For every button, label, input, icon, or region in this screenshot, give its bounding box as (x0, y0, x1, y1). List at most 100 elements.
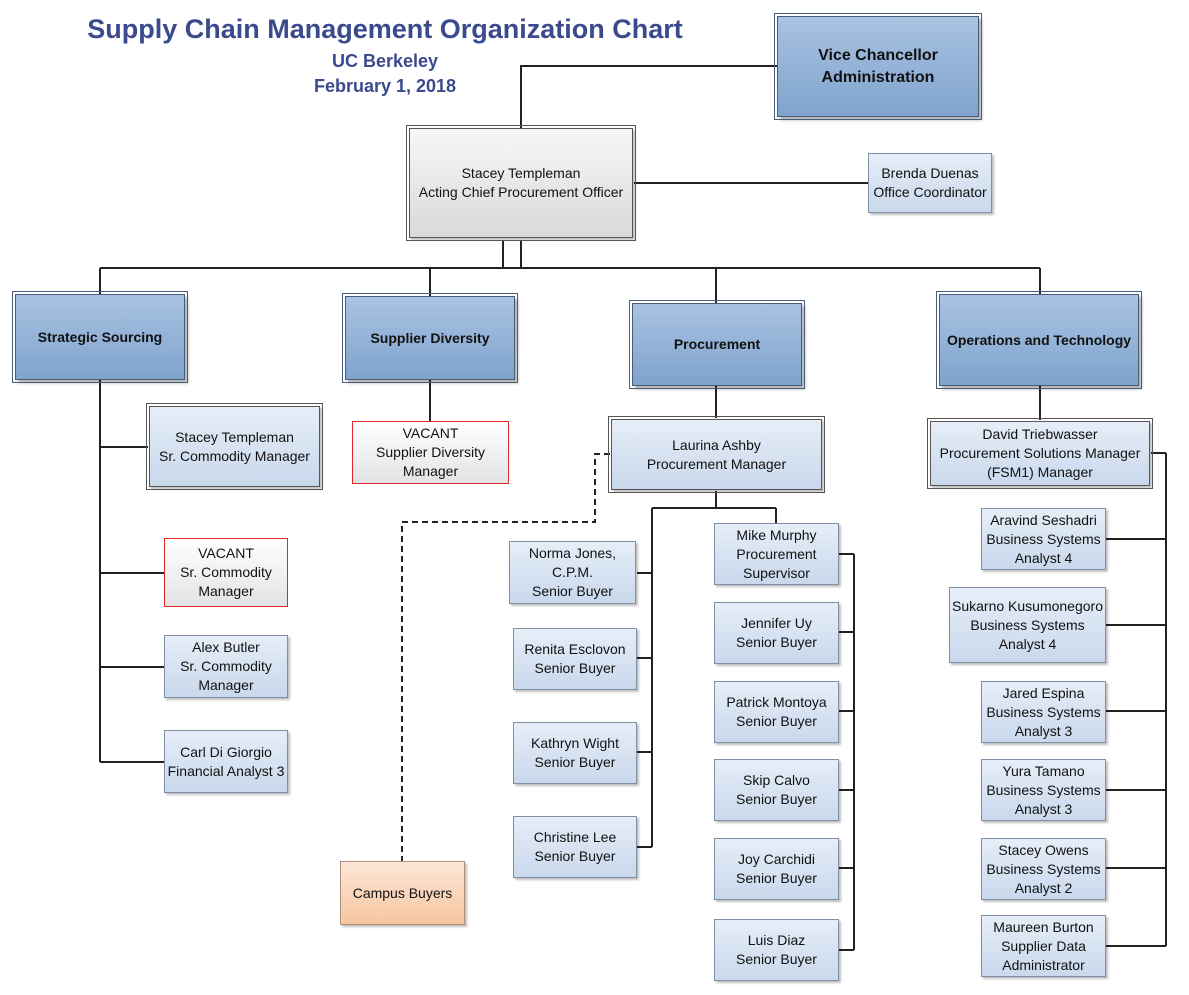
node-line: Strategic Sourcing (37, 328, 163, 345)
node-line: Renita Esclovon (524, 641, 626, 657)
dept-strategic-sourcing: Strategic Sourcing (12, 291, 188, 383)
node-line: Manager (198, 583, 254, 599)
node-line: Stacey Owens (998, 841, 1089, 858)
node-line: Manager (402, 463, 459, 479)
node-line: Skip Calvo (743, 772, 810, 788)
node-line: Supplier Data (1001, 937, 1086, 954)
node-line: Senior Buyer (736, 713, 817, 729)
node-line: Business Systems (986, 781, 1101, 798)
node-line: Senior Buyer (534, 848, 616, 864)
node-line: Manager (198, 677, 254, 693)
node-line: Analyst 4 (998, 635, 1057, 652)
node-line: Kathryn Wight (531, 735, 619, 751)
staff-lee: Christine Lee Senior Buyer (513, 816, 637, 878)
node-line: Patrick Montoya (726, 694, 827, 710)
staff-kusumonegoro: Sukarno Kusumonegoro Business Systems An… (949, 587, 1106, 663)
node-line: Senior Buyer (534, 660, 616, 676)
staff-carchidi: Joy Carchidi Senior Buyer (714, 838, 839, 900)
node-line: Stacey Templeman (175, 428, 294, 445)
chart-title: Supply Chain Management Organization Cha… (87, 14, 683, 44)
node-line: Supervisor (743, 564, 810, 581)
node-line: Jared Espina (1002, 684, 1085, 701)
node-line: Stacey Templeman (461, 165, 581, 181)
staff-vacant-sr-commodity: VACANT Sr. Commodity Manager (164, 538, 288, 607)
node-line: Senior Buyer (532, 583, 613, 599)
cpo-box: Stacey Templeman Acting Chief Procuremen… (406, 125, 636, 241)
node-line: Senior Buyer (736, 951, 817, 967)
node-line: Senior Buyer (736, 870, 817, 886)
office-coordinator-box: Brenda Duenas Office Coordinator (868, 153, 992, 213)
staff-owens: Stacey Owens Business Systems Analyst 2 (981, 838, 1106, 900)
node-line: Procurement Manager (646, 455, 787, 472)
staff-burton: Maureen Burton Supplier Data Administrat… (981, 915, 1106, 977)
staff-diaz: Luis Diaz Senior Buyer (714, 919, 839, 981)
node-line: Mike Murphy (736, 526, 817, 543)
chart-date: February 1, 2018 (313, 76, 457, 96)
staff-murphy: Mike Murphy Procurement Supervisor (714, 523, 839, 585)
node-line: Sukarno Kusumonegoro (952, 597, 1103, 614)
node-line: Vice Chancellor (818, 46, 938, 64)
node-line: Acting Chief Procurement Officer (418, 184, 624, 200)
node-line: Jennifer Uy (741, 615, 812, 631)
node-line: Yura Tamano (1002, 762, 1085, 779)
node-line: Business Systems (986, 703, 1101, 720)
node-line: Analyst 2 (1014, 879, 1073, 896)
node-line: Senior Buyer (736, 791, 817, 807)
node-line: Laurina Ashby (672, 436, 761, 453)
node-line: Sr. Commodity Manager (159, 447, 310, 464)
node-line: C.P.M. (552, 564, 593, 580)
node-line: Sr. Commodity (180, 564, 272, 580)
node-line: Senior Buyer (534, 754, 616, 770)
node-line: Procurement Solutions Manager (939, 445, 1141, 461)
node-line: Operations and Technology (946, 331, 1132, 348)
dept-supplier-diversity: Supplier Diversity (342, 293, 518, 383)
node-line: Campus Buyers (352, 884, 453, 901)
chart-org: UC Berkeley (331, 51, 439, 71)
staff-ashby: Laurina Ashby Procurement Manager (608, 416, 825, 493)
node-line: Analyst 3 (1014, 800, 1073, 817)
node-line: Procurement (673, 336, 761, 352)
node-line: Sr. Commodity (180, 658, 272, 674)
node-line: (FSM1) Manager (987, 464, 1093, 480)
staff-digiorgio: Carl Di Giorgio Financial Analyst 3 (164, 730, 288, 793)
node-line: Maureen Burton (993, 918, 1094, 935)
node-line: VACANT (198, 545, 254, 561)
node-line: Supplier Diversity (370, 329, 490, 346)
node-line: Administrator (1002, 956, 1085, 973)
node-line: Business Systems (986, 860, 1101, 877)
node-line: Financial Analyst 3 (167, 762, 285, 779)
staff-calvo: Skip Calvo Senior Buyer (714, 759, 839, 821)
staff-vacant-supplier-diversity: VACANT Supplier Diversity Manager (352, 421, 509, 484)
node-line: Administration (821, 68, 935, 86)
staff-wight: Kathryn Wight Senior Buyer (513, 722, 637, 784)
node-line: Norma Jones, (528, 545, 617, 561)
staff-tamano: Yura Tamano Business Systems Analyst 3 (981, 759, 1106, 821)
node-line: Business Systems (970, 616, 1085, 633)
staff-jones: Norma Jones, C.P.M. Senior Buyer (509, 541, 636, 604)
node-line: Brenda Duenas (881, 165, 979, 181)
node-line: Luis Diaz (747, 932, 806, 948)
node-line: Aravind Seshadri (990, 511, 1097, 528)
dept-operations-technology: Operations and Technology (936, 291, 1142, 389)
node-line: Carl Di Giorgio (180, 743, 272, 760)
staff-triebwasser: David Triebwasser Procurement Solutions … (927, 418, 1153, 489)
staff-uy: Jennifer Uy Senior Buyer (714, 602, 839, 664)
staff-espina: Jared Espina Business Systems Analyst 3 (981, 681, 1106, 743)
staff-montoya: Patrick Montoya Senior Buyer (714, 681, 839, 743)
node-line: Senior Buyer (736, 634, 817, 650)
staff-templeman-sr-commodity: Stacey Templeman Sr. Commodity Manager (146, 403, 323, 490)
node-line: Business Systems (986, 530, 1101, 547)
node-line: Supplier Diversity (376, 444, 485, 460)
campus-buyers-box: Campus Buyers (340, 861, 465, 925)
node-line: Christine Lee (533, 829, 617, 845)
node-line: Procurement (736, 545, 817, 562)
node-line: Analyst 3 (1014, 722, 1073, 739)
staff-esclovon: Renita Esclovon Senior Buyer (513, 628, 637, 690)
vice-chancellor-box: Vice Chancellor Administration (774, 13, 982, 120)
node-line: Alex Butler (192, 639, 260, 655)
node-line: Analyst 4 (1014, 549, 1073, 566)
staff-butler: Alex Butler Sr. Commodity Manager (164, 635, 288, 698)
node-line: VACANT (402, 425, 459, 441)
node-line: David Triebwasser (982, 426, 1098, 442)
